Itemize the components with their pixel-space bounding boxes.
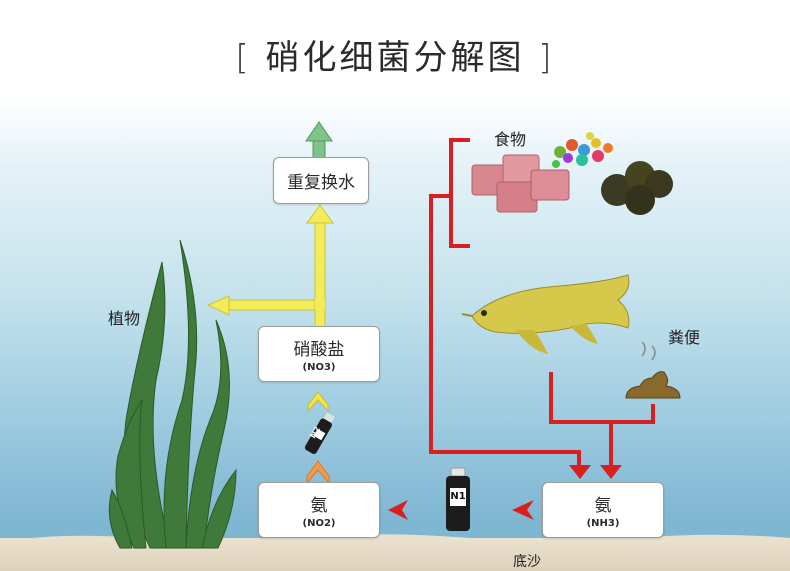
bottle-n1-label: N1: [450, 491, 466, 502]
nitrate-box: 硝酸盐 (NO3): [258, 326, 380, 382]
water-change-label: 重复换水: [287, 173, 355, 193]
food-bracket: [429, 138, 655, 468]
title-bracket-right: ]: [524, 38, 555, 78]
bottle-n1-icon: [446, 467, 470, 531]
plants-label: 植物: [108, 309, 141, 328]
pellets-icon: [552, 132, 613, 168]
nitrite-box: 氨 (NO2): [258, 482, 380, 538]
food-cubes-icon: [471, 154, 570, 213]
yellow-arrow-to-plants: [206, 295, 325, 316]
food-label: 食物: [494, 130, 527, 149]
red-chevron-to-n1: [512, 500, 534, 520]
nitrite-label: 氨: [310, 496, 328, 516]
water-change-box: 重复换水: [273, 157, 369, 204]
arowana-fish-icon: [461, 274, 630, 354]
plants-icon: [108, 239, 237, 549]
bottle-n2-icon: [304, 412, 335, 454]
ammonia-formula: (NH3): [586, 518, 620, 529]
disc-food-icon: [601, 161, 673, 215]
diagram-title: [ 硝化细菌分解图 ]: [0, 30, 790, 79]
waste-label: 粪便: [668, 328, 701, 347]
nitrate-label: 硝酸盐: [293, 340, 345, 360]
green-arrow-up: [305, 121, 333, 159]
orange-chevron: [306, 460, 330, 485]
substrate-label: 底沙: [513, 554, 541, 570]
red-chevron-to-nitrite: [388, 500, 408, 520]
red-arrow-head-2: [600, 465, 622, 479]
nitrite-formula: (NO2): [302, 518, 336, 529]
waste-icon: [625, 341, 681, 399]
title-bracket-left: [: [235, 38, 266, 78]
red-arrow-head-1: [569, 465, 591, 479]
nitrate-formula: (NO3): [302, 362, 336, 373]
ammonia-label: 氨: [594, 496, 612, 516]
yellow-chevron: [307, 391, 329, 413]
title-text: 硝化细菌分解图: [265, 38, 525, 78]
ammonia-box: 氨 (NH3): [542, 482, 664, 538]
